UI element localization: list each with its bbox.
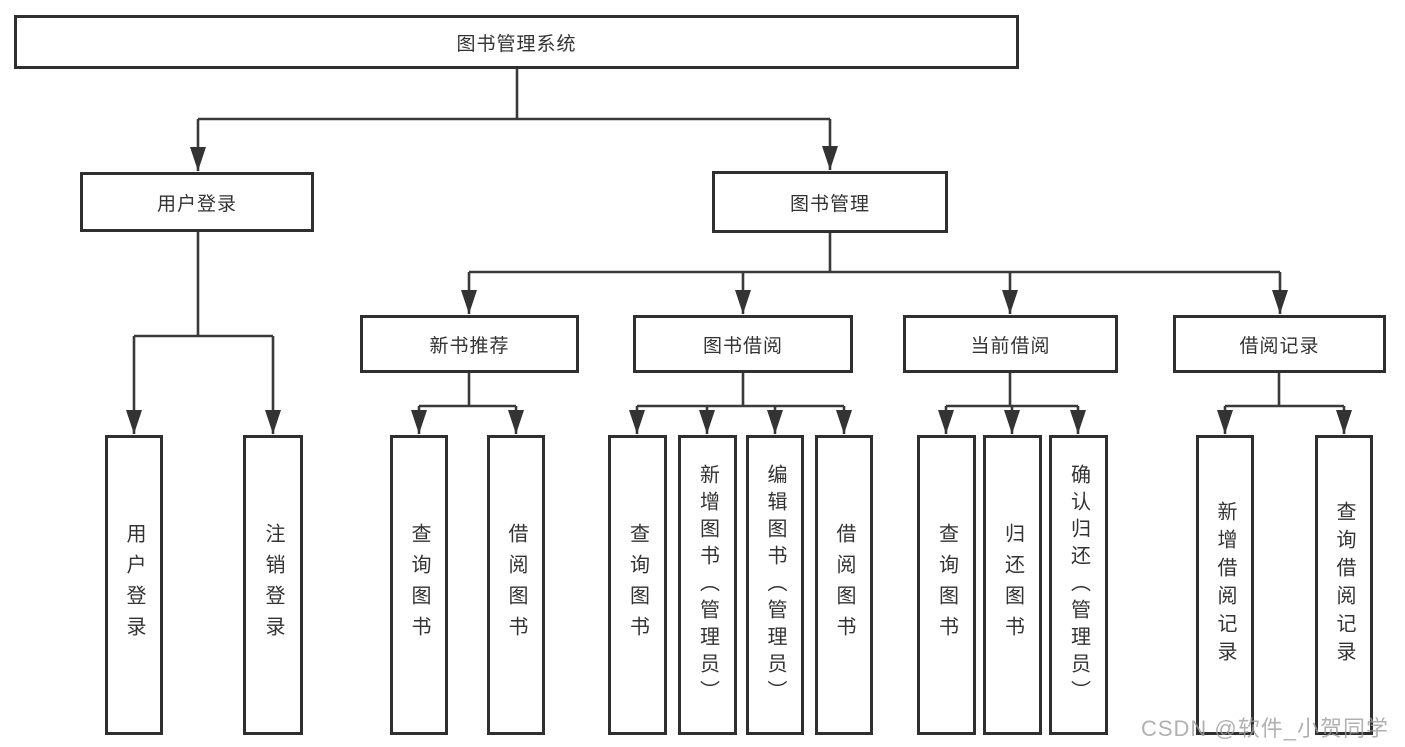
node-label: 查询借阅记录 (1333, 501, 1355, 669)
leaf-add-borrow-record: 新增借阅记录 (1196, 435, 1254, 735)
node-label: 查询图书 (408, 523, 430, 647)
node-borrowing-records: 借阅记录 (1173, 315, 1386, 373)
leaf-query-books-borrowing: 查询图书 (608, 435, 667, 735)
node-label: 借阅图书 (505, 523, 527, 647)
node-current-borrowing: 当前借阅 (903, 315, 1118, 373)
node-label: 归还图书 (1001, 523, 1024, 647)
leaf-logout: 注销登录 (243, 435, 303, 735)
node-label: 新书推荐 (429, 335, 510, 357)
node-label: 确认归还（管理员） (1067, 463, 1090, 707)
leaf-query-books-recommend: 查询图书 (390, 435, 448, 735)
node-label: 当前借阅 (970, 335, 1051, 357)
leaf-edit-books-admin: 编辑图书（管理员） (746, 435, 804, 735)
node-label: 图书管理 (789, 193, 870, 215)
leaf-borrow-books: 借阅图书 (815, 435, 873, 735)
leaf-query-borrow-record: 查询借阅记录 (1315, 435, 1373, 735)
node-label: 借阅图书 (833, 523, 855, 647)
node-label: 图书管理系统 (456, 33, 577, 55)
leaf-borrow-books-recommend: 借阅图书 (487, 435, 545, 735)
csdn-watermark: CSDN @软件_小贺同学 (1140, 716, 1389, 741)
node-library-management-system: 图书管理系统 (14, 15, 1019, 69)
node-label: 编辑图书（管理员） (764, 463, 786, 707)
node-label: 注销登录 (262, 523, 284, 647)
node-book-management: 图书管理 (712, 171, 948, 233)
node-label: 用户登录 (123, 523, 145, 647)
node-label: 借阅记录 (1239, 335, 1320, 357)
node-label: 查询图书 (935, 523, 958, 647)
node-book-borrowing: 图书借阅 (633, 315, 853, 373)
leaf-add-books-admin: 新增图书（管理员） (678, 435, 737, 735)
node-label: 新增图书（管理员） (696, 463, 719, 707)
node-label: 新增借阅记录 (1214, 501, 1236, 669)
node-new-book-recommend: 新书推荐 (360, 315, 579, 373)
leaf-return-books: 归还图书 (983, 435, 1042, 735)
leaf-confirm-return-admin: 确认归还（管理员） (1049, 435, 1108, 735)
leaf-query-books-current: 查询图书 (917, 435, 976, 735)
node-label: 图书借阅 (702, 335, 783, 357)
node-label: 查询图书 (626, 523, 649, 647)
node-user-login: 用户登录 (80, 172, 314, 232)
leaf-user-login: 用户登录 (105, 435, 163, 735)
node-label: 用户登录 (156, 193, 237, 215)
